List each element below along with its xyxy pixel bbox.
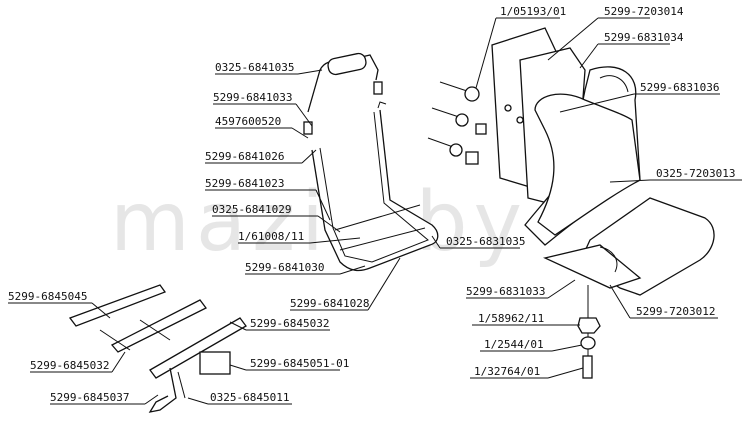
label-5299-7203014: 5299-7203014 — [604, 5, 684, 18]
sleeve-left — [303, 121, 313, 135]
back-cushion-group — [491, 27, 641, 246]
back-cushion — [534, 93, 641, 236]
nut-mid — [475, 123, 487, 135]
label-0325-6841029: 0325-6841029 — [212, 203, 291, 216]
base-rail-mid — [110, 299, 207, 353]
label-5299-6831033: 5299-6831033 — [466, 285, 545, 298]
seat-plate — [543, 244, 642, 289]
leader-lines — [8, 17, 742, 405]
stack-nut — [577, 317, 601, 334]
washer-top — [464, 86, 480, 102]
washer-mid — [455, 113, 469, 127]
handle-group — [303, 52, 383, 135]
fastener-stack — [577, 285, 601, 379]
label-1-05193-01: 1/05193/01 — [500, 5, 566, 18]
mounting-hardware — [427, 81, 524, 165]
label-0325-7203013: 0325-7203013 — [656, 167, 735, 180]
label-0325-6831035: 0325-6831035 — [446, 235, 525, 248]
label-1-2544-01: 1/2544/01 — [484, 338, 544, 351]
label-5299-6841026: 5299-6841026 — [205, 150, 284, 163]
nut-low — [465, 151, 479, 165]
label-4597600520: 4597600520 — [215, 115, 281, 128]
label-5299-6845045: 5299-6845045 — [8, 290, 87, 303]
part-labels: 1/05193/01 5299-7203014 5299-6831034 529… — [8, 5, 735, 404]
frame-tube — [311, 109, 439, 272]
label-0325-6845011: 0325-6845011 — [210, 391, 289, 404]
label-5299-6845051-01: 5299-6845051-01 — [250, 357, 349, 370]
base-rail-left — [68, 284, 167, 327]
label-5299-6841023: 5299-6841023 — [205, 177, 284, 190]
sleeve-top — [373, 81, 383, 95]
label-5299-6845032-a: 5299-6845032 — [250, 317, 329, 330]
label-5299-6831036: 5299-6831036 — [640, 81, 719, 94]
chair-frame — [311, 101, 439, 272]
label-1-32764-01: 1/32764/01 — [474, 365, 540, 378]
base-leg — [148, 367, 177, 413]
seat-cushion-group — [543, 197, 715, 296]
label-0325-6841035: 0325-6841035 — [215, 61, 294, 74]
washer-low — [449, 143, 463, 157]
base-frame — [68, 284, 247, 413]
label-5299-6845037: 5299-6845037 — [50, 391, 129, 404]
label-5299-6841030: 5299-6841030 — [245, 261, 324, 274]
stack-washer — [580, 336, 596, 350]
handle-grip — [327, 52, 367, 76]
stack-bolt — [582, 355, 593, 379]
label-1-58962-11: 1/58962/11 — [478, 312, 544, 325]
base-block — [199, 351, 231, 375]
base-rail-right — [149, 317, 247, 379]
label-5299-6841033: 5299-6841033 — [213, 91, 292, 104]
label-1-61008-11: 1/61008/11 — [238, 230, 304, 243]
label-5299-6845032-b: 5299-6845032 — [30, 359, 109, 372]
label-5299-7203012: 5299-7203012 — [636, 305, 715, 318]
label-5299-6841028: 5299-6841028 — [290, 297, 369, 310]
label-5299-6831034: 5299-6831034 — [604, 31, 684, 44]
